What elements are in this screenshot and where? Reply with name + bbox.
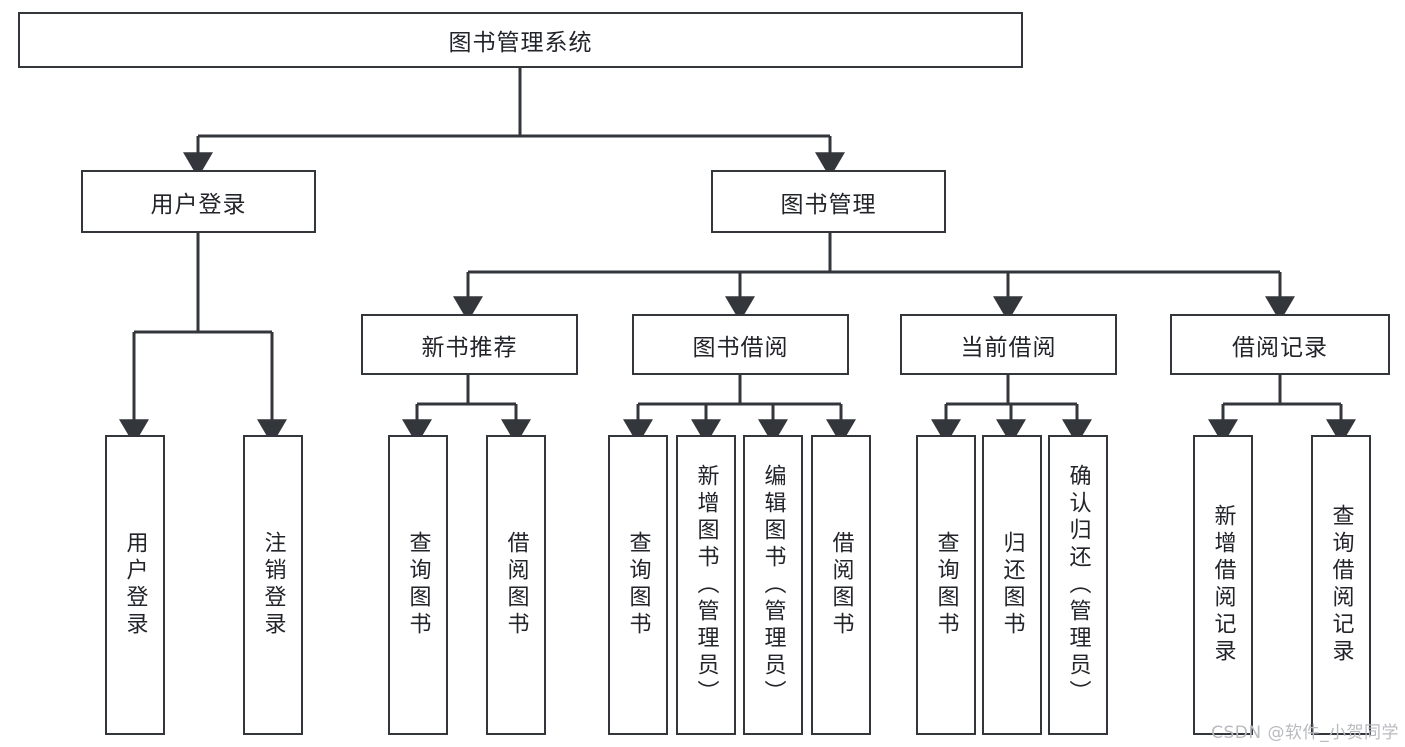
node-user-login[interactable]: 用户登录	[81, 170, 316, 233]
node-label: 查询图书	[933, 531, 959, 639]
node-label: 查询图书	[405, 531, 431, 639]
node-label: 借阅图书	[828, 531, 854, 639]
leaf-current-borrow-return-books[interactable]: 归还图书	[982, 435, 1042, 735]
node-label: 图书管理	[780, 191, 877, 218]
leaf-user-login-login[interactable]: 用户登录	[105, 435, 165, 735]
leaf-borrow-record-add-record[interactable]: 新增借阅记录	[1193, 435, 1253, 735]
leaf-current-borrow-query-books[interactable]: 查询图书	[916, 435, 976, 735]
leaf-current-borrow-confirm-return-admin[interactable]: 确认归还（管理员）	[1048, 435, 1108, 735]
leaf-book-borrow-edit-book-admin[interactable]: 编辑图书（管理员）	[743, 435, 803, 735]
node-label: 借阅记录	[1232, 334, 1328, 361]
node-label: 新书推荐	[421, 334, 518, 361]
node-current-borrowing[interactable]: 当前借阅	[900, 314, 1117, 375]
csdn-watermark: CSDN @软件_小贺同学	[1211, 723, 1399, 743]
node-label: 借阅图书	[503, 531, 529, 639]
leaf-new-book-borrow-books[interactable]: 借阅图书	[486, 435, 546, 735]
node-label: 注销登录	[260, 531, 286, 639]
node-label: 编辑图书（管理员）	[760, 463, 786, 707]
leaf-book-borrow-query-books[interactable]: 查询图书	[608, 435, 668, 735]
node-label: 当前借阅	[960, 334, 1057, 361]
leaf-user-login-logout[interactable]: 注销登录	[243, 435, 303, 735]
leaf-book-borrow-borrow-books[interactable]: 借阅图书	[811, 435, 871, 735]
node-label: 归还图书	[999, 531, 1025, 639]
node-root-book-management-system[interactable]: 图书管理系统	[18, 12, 1023, 68]
node-borrowing-records[interactable]: 借阅记录	[1170, 314, 1390, 375]
node-book-management[interactable]: 图书管理	[711, 170, 946, 233]
node-label: 新增图书（管理员）	[693, 463, 719, 707]
node-label: 查询借阅记录	[1328, 504, 1354, 666]
node-label: 用户登录	[122, 531, 148, 639]
leaf-new-book-query-books[interactable]: 查询图书	[388, 435, 448, 735]
node-label: 用户登录	[150, 191, 247, 218]
leaf-borrow-record-query-record[interactable]: 查询借阅记录	[1311, 435, 1371, 735]
node-new-book-recommendation[interactable]: 新书推荐	[361, 314, 578, 375]
node-label: 新增借阅记录	[1210, 504, 1236, 666]
node-label: 查询图书	[625, 531, 651, 639]
node-label: 图书借阅	[692, 334, 789, 361]
node-label: 确认归还（管理员）	[1065, 463, 1091, 707]
node-label: 图书管理系统	[448, 30, 593, 56]
node-book-borrowing[interactable]: 图书借阅	[632, 314, 849, 375]
leaf-book-borrow-add-book-admin[interactable]: 新增图书（管理员）	[676, 435, 736, 735]
